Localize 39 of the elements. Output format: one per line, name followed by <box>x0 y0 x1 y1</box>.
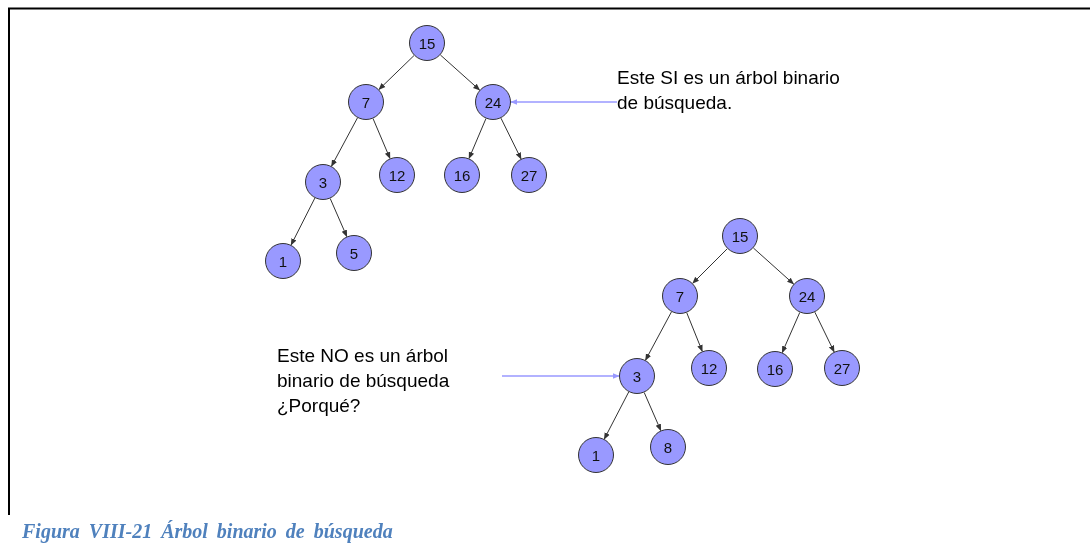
arrow <box>645 311 672 361</box>
note-text: Este SI es un árbol binario de búsqueda. <box>617 66 841 115</box>
figure-caption: Figura VIII-21 Árbol binario de búsqueda <box>22 520 393 543</box>
arrow <box>331 117 358 167</box>
tree-node-circle: 7 <box>662 278 698 314</box>
tree-node-circle: 1 <box>578 437 614 473</box>
tree-node-circle: 15 <box>722 218 758 254</box>
arrow <box>692 248 728 284</box>
tree-node-circle: 15 <box>409 25 445 61</box>
arrow <box>752 247 795 285</box>
arrow <box>510 99 618 105</box>
arrow <box>814 311 835 353</box>
arrow <box>468 118 487 160</box>
tree-node-circle: 16 <box>757 351 793 387</box>
tree-node-circle: 12 <box>691 350 727 386</box>
arrow <box>372 118 391 160</box>
arrow <box>643 392 662 432</box>
tree-node-circle: 3 <box>619 358 655 394</box>
tree-node-circle: 27 <box>511 157 547 193</box>
arrow <box>290 197 316 246</box>
tree-node-circle: 7 <box>348 84 384 120</box>
tree-node-circle: 3 <box>305 164 341 200</box>
tree-node-circle: 1 <box>265 243 301 279</box>
arrow <box>603 391 630 440</box>
tree-node-circle: 27 <box>824 350 860 386</box>
tree-node-circle: 8 <box>650 429 686 465</box>
arrow <box>501 373 620 379</box>
tree-node-circle: 24 <box>789 278 825 314</box>
arrow <box>686 312 703 352</box>
note-text: Este NO es un árbol binario de búsqueda ¿Porqué? <box>277 344 451 418</box>
arrow <box>329 198 348 238</box>
arrow <box>378 55 415 90</box>
arrow <box>439 54 481 91</box>
arrow <box>500 117 522 160</box>
tree-node-circle: 24 <box>475 84 511 120</box>
tree-node-circle: 16 <box>444 157 480 193</box>
tree-node-circle: 5 <box>336 235 372 271</box>
arrow <box>781 312 801 354</box>
tree-node-circle: 12 <box>379 157 415 193</box>
